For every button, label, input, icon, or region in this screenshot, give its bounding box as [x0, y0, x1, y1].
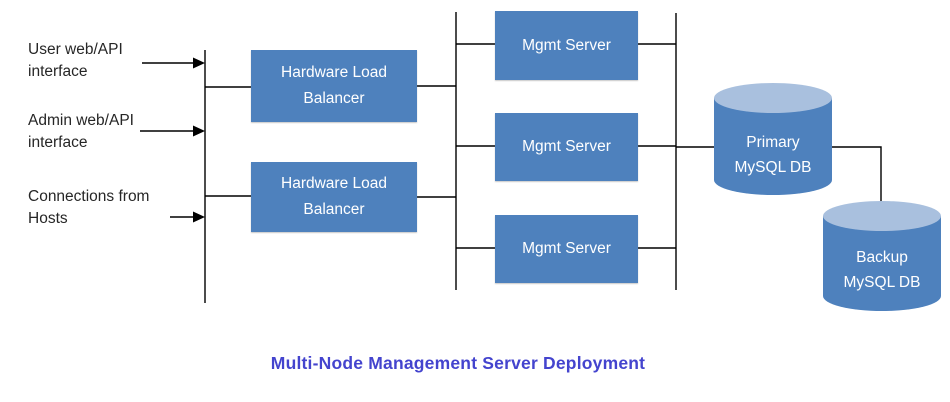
diagram-title: Multi-Node Management Server Deployment — [270, 353, 646, 373]
input-arrow-user — [142, 57, 205, 69]
hardware-load-balancer-1-label: Hardware Load Balancer — [281, 64, 387, 107]
input-label-admin: Admin web/API interface — [28, 112, 134, 151]
input-arrow-hosts — [170, 211, 205, 223]
input-label-user: User web/API interface — [28, 41, 123, 80]
input-arrow-admin — [140, 125, 205, 137]
hardware-load-balancer-2-label: Hardware Load Balancer — [281, 175, 387, 218]
mgmt-server-2: Mgmt Server — [495, 113, 638, 181]
backup-db-label: Backup MySQL DB — [843, 249, 921, 291]
mgmt-server-1: Mgmt Server — [495, 11, 638, 80]
backup-db-cylinder — [823, 201, 941, 311]
hardware-load-balancer-2: Hardware Load Balancer — [251, 162, 417, 232]
input-label-hosts: Connections from Hosts — [28, 188, 150, 227]
primary-db-label: Primary MySQL DB — [734, 134, 812, 176]
mgmt-server-3: Mgmt Server — [495, 215, 638, 283]
hardware-load-balancer-1: Hardware Load Balancer — [251, 50, 417, 122]
mgmt-server-3-label: Mgmt Server — [522, 240, 611, 257]
mgmt-server-2-label: Mgmt Server — [522, 138, 611, 155]
primary-db-cylinder — [714, 83, 832, 195]
connector-primary-to-backup-db — [832, 146, 882, 210]
mgmt-server-1-label: Mgmt Server — [522, 36, 611, 54]
